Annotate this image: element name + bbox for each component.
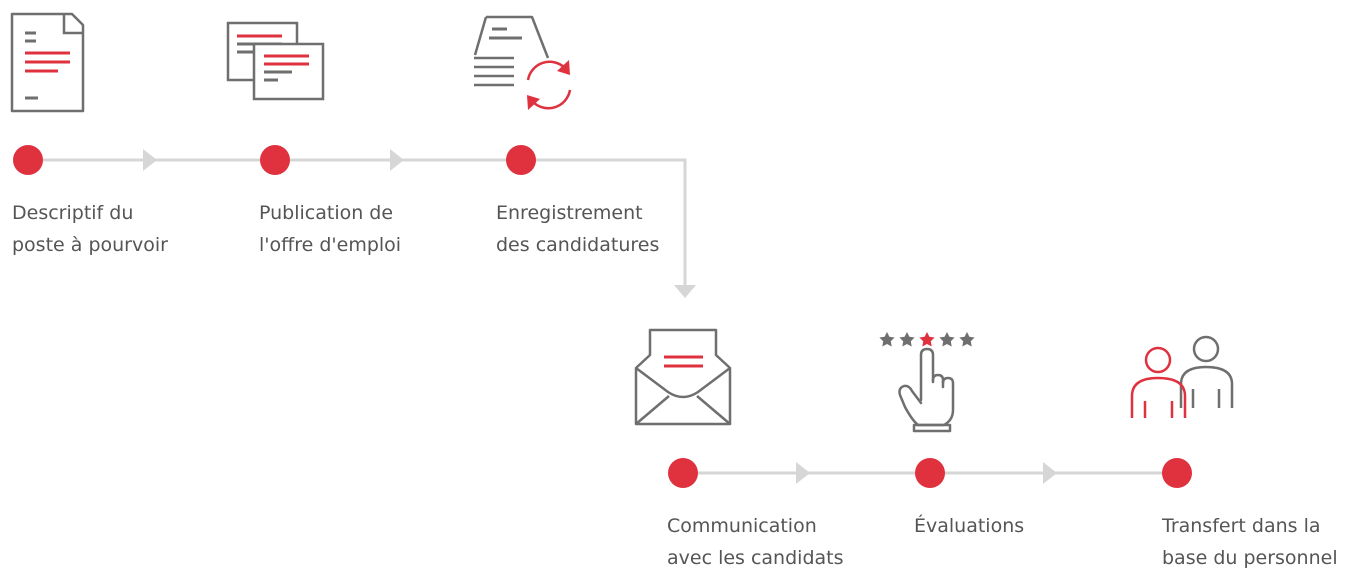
step-label-line: Transfert dans la <box>1162 515 1321 537</box>
step-label-publication: Publication de l'offre d'emploi <box>259 197 401 261</box>
star-rating-hand-icon <box>879 332 975 433</box>
people-transfer-icon <box>1130 335 1234 418</box>
step-marker-4 <box>668 458 698 488</box>
step-marker-1 <box>13 145 43 175</box>
step-label-descriptif: Descriptif du poste à pourvoir <box>12 197 168 261</box>
application-recording-sync-icon <box>473 15 572 110</box>
step-marker-5 <box>915 458 945 488</box>
step-label-line: des candidatures <box>496 234 660 256</box>
step-marker-6 <box>1162 458 1192 488</box>
arrow-right-icon <box>796 462 810 484</box>
step-label-line: Descriptif du <box>12 202 134 224</box>
step-label-evaluations: Évaluations <box>914 510 1024 542</box>
step-markers <box>13 145 1192 488</box>
arrow-right-icon <box>390 149 404 171</box>
arrow-down-icon <box>674 285 696 298</box>
step-label-line: avec les candidats <box>667 547 844 569</box>
envelope-communication-icon <box>634 328 732 426</box>
step-label-line: Évaluations <box>914 515 1025 537</box>
step-label-line: Enregistrement <box>496 202 643 224</box>
step-label-communication: Communication avec les candidats <box>667 510 844 574</box>
step-label-line: base du personnel <box>1162 547 1338 569</box>
job-posting-documents-icon <box>226 21 325 101</box>
star-rating <box>879 332 975 347</box>
step-marker-2 <box>260 145 290 175</box>
arrow-right-icon <box>1043 462 1057 484</box>
step-label-transfert: Transfert dans la base du personnel <box>1162 510 1338 574</box>
step-label-line: Communication <box>667 515 817 537</box>
step-marker-3 <box>506 145 536 175</box>
arrow-right-icon <box>143 149 157 171</box>
step-label-line: Publication de <box>259 202 394 224</box>
step-label-line: poste à pourvoir <box>12 234 168 256</box>
step-label-line: l'offre d'emploi <box>259 234 402 256</box>
connector-line-3-4 <box>521 158 687 285</box>
pointing-hand <box>898 347 955 433</box>
step-label-enregistrement: Enregistrement des candidatures <box>496 197 659 261</box>
connector-arrows <box>143 149 1057 484</box>
job-description-document-icon <box>10 12 85 113</box>
